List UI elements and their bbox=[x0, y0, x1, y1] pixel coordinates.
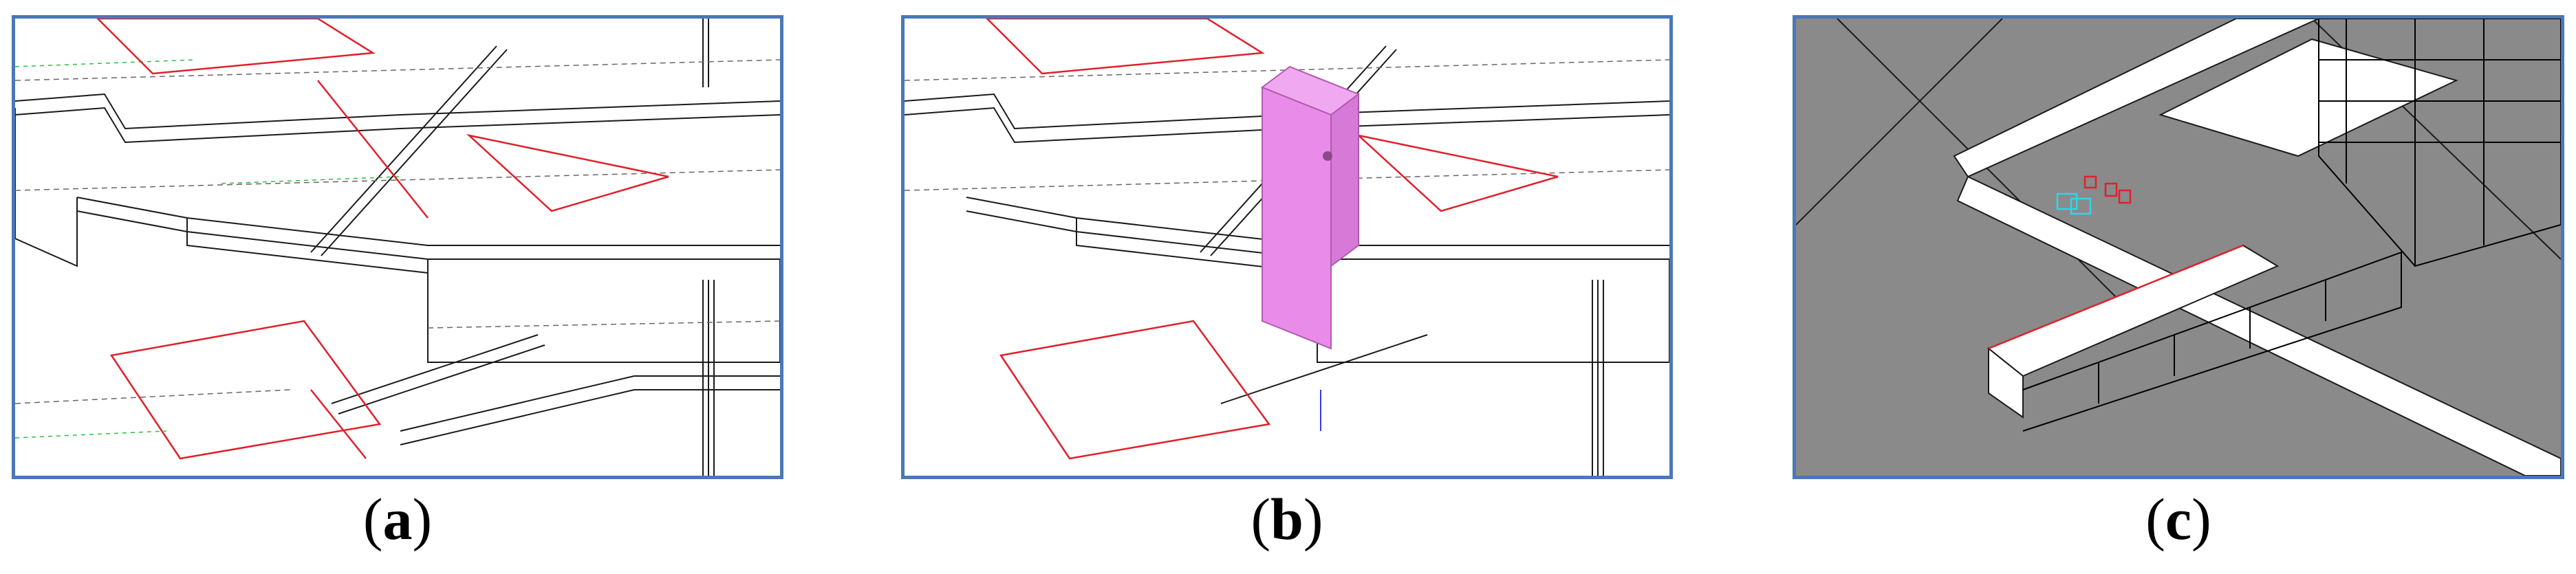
cyan-marker-icon bbox=[2056, 192, 2092, 215]
caption-a: (a) bbox=[362, 486, 433, 552]
staircase-wireframe-a-graphic bbox=[15, 19, 780, 476]
panel-c-staircase-shaded bbox=[1793, 15, 2564, 479]
clash-volume-icon bbox=[1260, 65, 1361, 350]
caption-c: (c) bbox=[2145, 486, 2211, 552]
panel-a-staircase-wireframe bbox=[12, 15, 783, 479]
staircase-shaded-c-graphic bbox=[1796, 19, 2561, 476]
panel-b-staircase-clash bbox=[901, 15, 1673, 479]
staircase-wireframe-b-graphic bbox=[905, 19, 1669, 476]
caption-b: (b) bbox=[1251, 486, 1323, 552]
